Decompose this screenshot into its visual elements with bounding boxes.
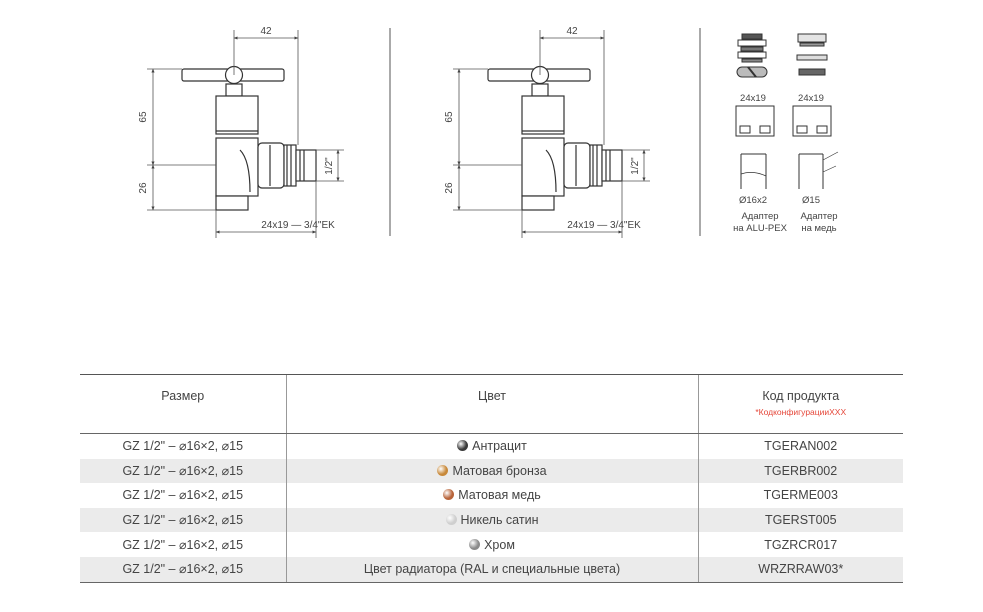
cell-code: WRZRRAW03*	[697, 556, 903, 583]
header-size: Размер	[80, 374, 286, 434]
adapters-panel	[735, 33, 839, 189]
header-code-note: *КодконфигурацииXXX	[755, 407, 847, 417]
adapter-size-right: 24x19	[798, 93, 824, 104]
table-row: GZ 1/2" – ⌀16×2, ⌀15 Хром TGZRCR017	[80, 532, 903, 557]
color-swatch-icon	[469, 538, 481, 550]
color-label: Матовая медь	[458, 488, 541, 503]
cell-size: GZ 1/2" – ⌀16×2, ⌀15	[122, 488, 244, 503]
table-row: GZ 1/2" – ⌀16×2, ⌀15 Никель сатин TGERST…	[80, 507, 903, 533]
cell-code: TGZRCR017	[697, 532, 903, 557]
dim-top-left: 42	[260, 26, 272, 37]
color-swatch-icon	[437, 464, 449, 476]
table-row: GZ 1/2" – ⌀16×2, ⌀15 Цвет радиатора (RAL…	[80, 556, 903, 583]
cell-color: Антрацит	[285, 433, 698, 459]
table-row: GZ 1/2" – ⌀16×2, ⌀15 Матовая бронза TGER…	[80, 458, 903, 484]
fitting-alupex-icon	[736, 33, 768, 78]
dim-connection-right: 24x19 — 3/4"EK	[567, 220, 641, 231]
color-label: Антрацит	[472, 439, 527, 454]
valve-drawing-right: 42 65 26 1/2" 24x19 — 3/4"EK	[444, 26, 650, 238]
adapter-caption-left-1: Адаптер	[741, 211, 778, 222]
dim-lower-left: 26	[138, 182, 149, 194]
table-row: GZ 1/2" – ⌀16×2, ⌀15 Антрацит TGERAN002	[80, 433, 903, 459]
adapter-size-left: 24x19	[740, 93, 766, 104]
dim-thread-right: 1/2"	[630, 157, 641, 175]
product-table: Размер Цвет Код продукта *Кодконфигураци…	[80, 374, 903, 583]
pipe-alupex-icon	[740, 153, 767, 189]
header-code-label: Код продукта	[762, 389, 840, 403]
cell-size: GZ 1/2" – ⌀16×2, ⌀15	[80, 556, 286, 583]
header-code: Код продукта *КодконфигурацииXXX	[697, 374, 903, 434]
cell-size: GZ 1/2" – ⌀16×2, ⌀15	[122, 537, 244, 552]
color-swatch-icon	[445, 514, 457, 526]
dim-connection-left: 24x19 — 3/4"EK	[261, 220, 335, 231]
cell-code: TGERAN002	[697, 433, 903, 459]
pipe-copper-icon	[798, 153, 824, 189]
dim-upper-right: 65	[444, 111, 455, 123]
color-label: Хром	[484, 537, 515, 552]
dim-lower-right: 26	[444, 182, 455, 194]
color-label: Матовая бронза	[452, 463, 547, 478]
color-label: Никель сатин	[460, 513, 539, 528]
dim-top-right: 42	[566, 26, 578, 37]
valve-drawing-left: 42 65 26 1/2" 24x19 — 3/4"EK	[138, 26, 344, 238]
cell-color: Матовая медь	[285, 483, 698, 508]
color-label: Цвет радиатора (RAL и специальные цвета)	[363, 562, 621, 577]
table-header: Размер Цвет Код продукта *Кодконфигураци…	[80, 374, 903, 434]
adapter-pipe-right: Ø15	[802, 195, 820, 206]
cell-size: GZ 1/2" – ⌀16×2, ⌀15	[80, 507, 286, 533]
adapter-pipe-left: Ø16x2	[739, 195, 767, 206]
cell-color: Никель сатин	[285, 507, 698, 533]
cell-code: TGERME003	[697, 483, 903, 508]
cell-size: GZ 1/2" – ⌀16×2, ⌀15	[80, 458, 286, 484]
adapter-caption-right-2: на медь	[801, 223, 836, 234]
technical-drawing: 42 65 26 1/2" 24x19 — 3/4"EK 42 65 26 1/…	[138, 26, 839, 238]
dim-thread-left: 1/2"	[324, 157, 335, 175]
adapter-caption-right-1: Адаптер	[800, 211, 837, 222]
cell-code: TGERST005	[697, 507, 903, 533]
header-color: Цвет	[285, 374, 698, 434]
table-row: GZ 1/2" – ⌀16×2, ⌀15 Матовая медь TGERME…	[80, 483, 903, 508]
adapter-caption-left-2: на ALU-PEX	[733, 223, 787, 234]
cell-color: Матовая бронза	[285, 458, 698, 484]
cell-size: GZ 1/2" – ⌀16×2, ⌀15	[122, 439, 244, 454]
cell-color: Хром	[285, 532, 698, 557]
color-swatch-icon	[443, 489, 455, 501]
cell-color: Цвет радиатора (RAL и специальные цвета)	[285, 556, 698, 583]
color-swatch-icon	[457, 440, 469, 452]
cell-code: TGERBR002	[697, 458, 903, 484]
dim-upper-left: 65	[138, 111, 149, 123]
fitting-copper-icon	[796, 33, 828, 76]
